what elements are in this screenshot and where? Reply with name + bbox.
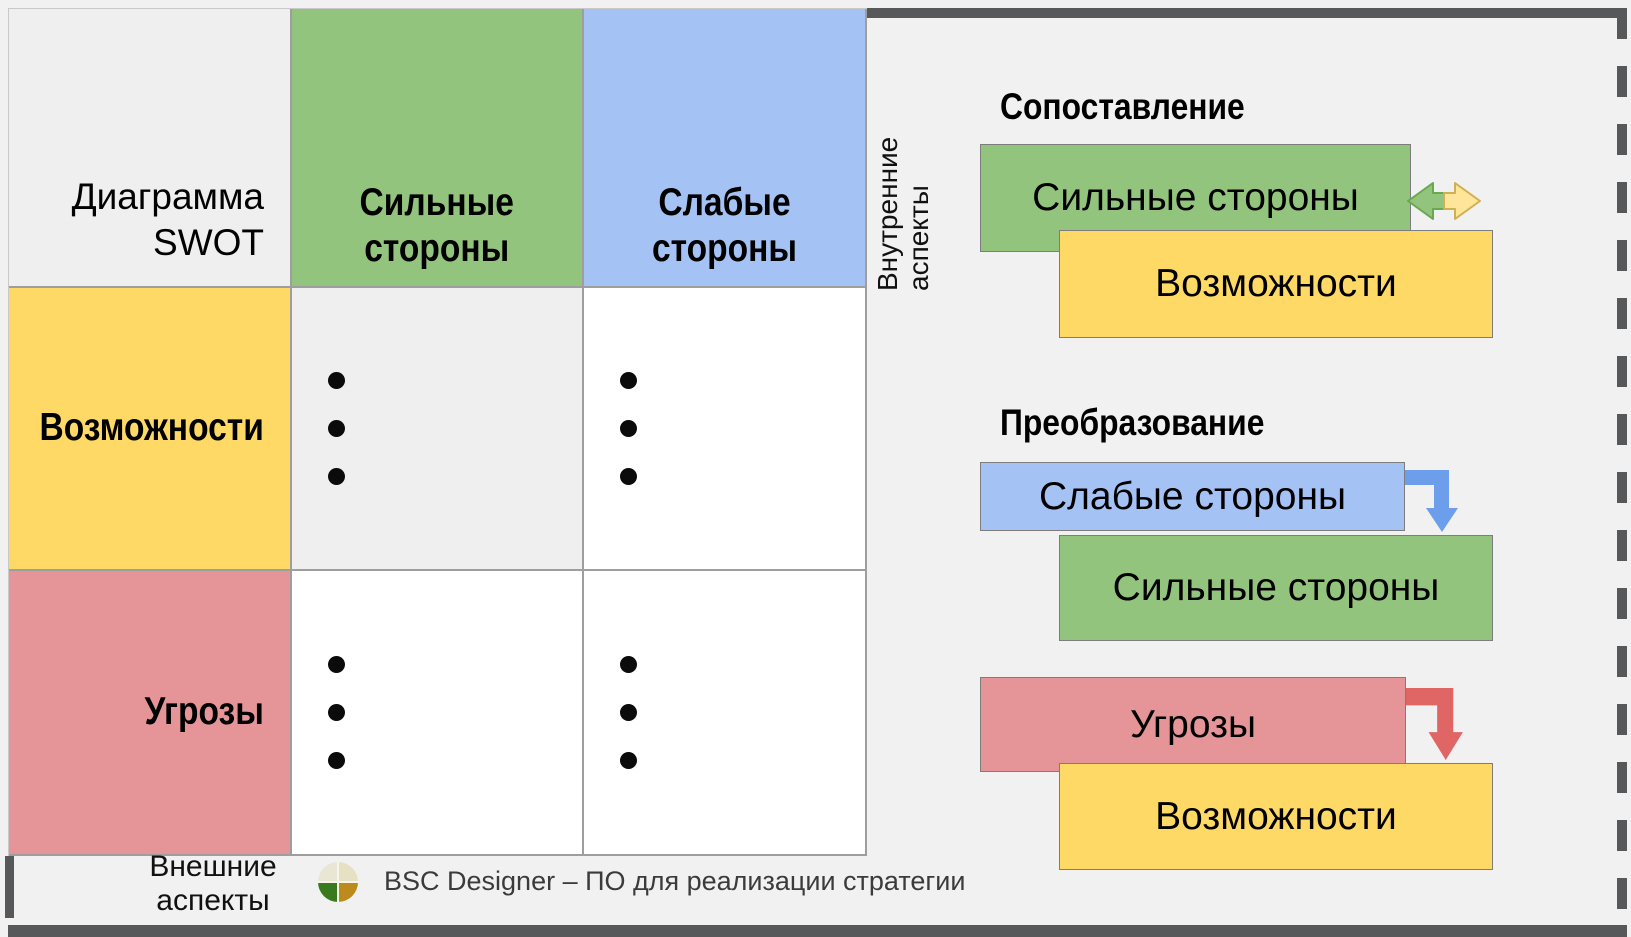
bullet-dot	[620, 372, 637, 389]
box-conversion-opportunities-label: Возможности	[1155, 794, 1397, 838]
corner-line-2: SWOT	[153, 222, 264, 264]
strengths-header-line-1: Сильные	[359, 180, 515, 224]
cell-threats-weaknesses	[584, 571, 867, 856]
swot-corner-cell: Диаграмма SWOT	[9, 9, 292, 288]
corner-line-1: Диаграмма	[71, 176, 264, 218]
box-matching-opportunities: Возможности	[1059, 230, 1493, 338]
bullet-dot	[328, 656, 345, 673]
brand-tagline: BSC Designer – ПО для реализации стратег…	[384, 866, 966, 896]
logo-divider-horizontal	[318, 881, 358, 883]
internal-axis-line-1: Внутренние	[872, 136, 903, 291]
cell-opportunities-weaknesses	[584, 288, 867, 571]
axis-label-internal-aspects: Внутренние аспекты	[872, 119, 934, 291]
external-axis-line-2: аспекты	[156, 883, 270, 917]
bullet-dot	[328, 420, 345, 437]
panel-title-matching: Сопоставление	[1000, 86, 1245, 127]
box-conversion-opportunities: Возможности	[1059, 763, 1493, 870]
bullet-dot	[620, 420, 637, 437]
cell-opportunities-strengths	[292, 288, 584, 571]
bullet-dot	[328, 704, 345, 721]
bullet-dot	[620, 704, 637, 721]
bullet-dot	[328, 372, 345, 389]
bsc-designer-logo-icon	[318, 862, 358, 902]
box-transformation-strengths: Сильные стороны	[1059, 535, 1493, 641]
box-transformation-weaknesses-label: Слабые стороны	[1038, 474, 1347, 518]
strengths-header-line-2: стороны	[364, 226, 510, 270]
row-header-opportunities: Возможности	[9, 288, 292, 571]
box-matching-opportunities-label: Возможности	[1155, 262, 1397, 305]
weaknesses-header-label: Слабые стороны	[651, 180, 797, 270]
bullet-dot	[328, 468, 345, 485]
box-conversion-threats: Угрозы	[980, 677, 1406, 772]
box-conversion-threats-label: Угрозы	[1129, 702, 1257, 746]
swot-table: Диаграмма SWOT Сильные стороны Слабые ст…	[8, 8, 867, 856]
panel-title-transformation: Преобразование	[1000, 402, 1265, 443]
frame-border-top	[866, 8, 1622, 18]
frame-border-bottom	[8, 925, 1627, 937]
box-matching-strengths-label: Сильные стороны	[1032, 176, 1359, 219]
row-header-threats: Угрозы	[9, 571, 292, 856]
cell-threats-strengths	[292, 571, 584, 856]
bullet-dot	[620, 752, 637, 769]
opportunities-row-label: Возможности	[39, 406, 264, 450]
bullet-dot	[328, 752, 345, 769]
external-axis-line-1: Внешние	[149, 850, 277, 883]
box-transformation-weaknesses: Слабые стороны	[980, 462, 1405, 531]
box-transformation-strengths-label: Сильные стороны	[1112, 566, 1440, 609]
elbow-down-arrow-red-icon	[1406, 688, 1463, 760]
axis-label-external-aspects: Внешние аспекты	[118, 850, 308, 918]
frame-border-left-dash	[5, 856, 14, 918]
bullet-dot	[620, 468, 637, 485]
column-header-strengths: Сильные стороны	[292, 9, 584, 288]
column-header-weaknesses: Слабые стороны	[584, 9, 867, 288]
double-horizontal-arrow-icon	[1407, 182, 1481, 220]
internal-axis-line-2: аспекты	[903, 185, 935, 291]
elbow-down-arrow-blue-icon	[1405, 470, 1458, 532]
frame-border-right	[1617, 8, 1627, 918]
threats-row-label: Угрозы	[144, 690, 264, 734]
bullet-dot	[620, 656, 637, 673]
